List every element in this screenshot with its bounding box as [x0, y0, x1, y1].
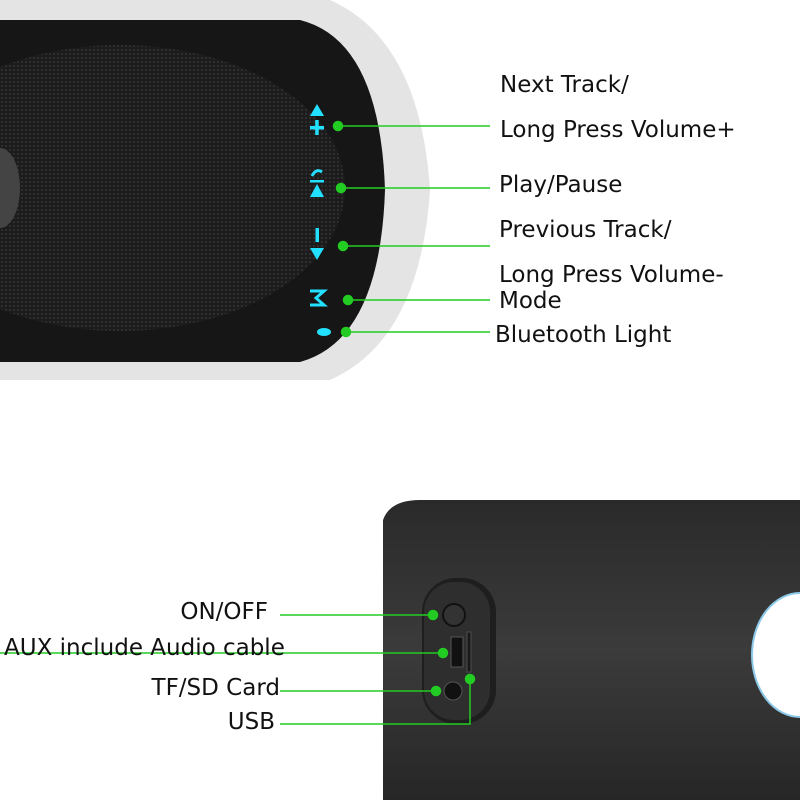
label-next-track: Next Track/ [500, 72, 629, 98]
mode-icon [310, 289, 328, 307]
power-button [442, 603, 466, 627]
volume-up-next-icon [310, 104, 324, 135]
speaker-grille [0, 45, 345, 331]
bottom-speaker-light [751, 592, 800, 718]
label-play-pause: Play/Pause [499, 172, 623, 198]
bottom-speaker-body [383, 500, 800, 800]
label-mode: Mode [499, 288, 562, 314]
label-long-press-volume-up: Long Press Volume+ [500, 117, 736, 143]
label-aux: AUX include Audio cable [4, 635, 285, 661]
label-previous-track: Previous Track/ [499, 217, 672, 243]
bluetooth-light-icon [317, 328, 331, 336]
volume-down-previous-icon [310, 228, 324, 260]
label-on-off: ON/OFF [180, 599, 268, 625]
label-tf-card: TF/SD Card [151, 675, 280, 701]
aux-jack [443, 681, 463, 701]
tf-card-slot [466, 631, 472, 673]
play-pause-icon [310, 169, 324, 197]
label-bluetooth-light: Bluetooth Light [495, 322, 672, 348]
usb-port [450, 636, 464, 668]
label-usb: USB [227, 709, 275, 735]
label-long-press-volume-down: Long Press Volume- [499, 262, 724, 288]
